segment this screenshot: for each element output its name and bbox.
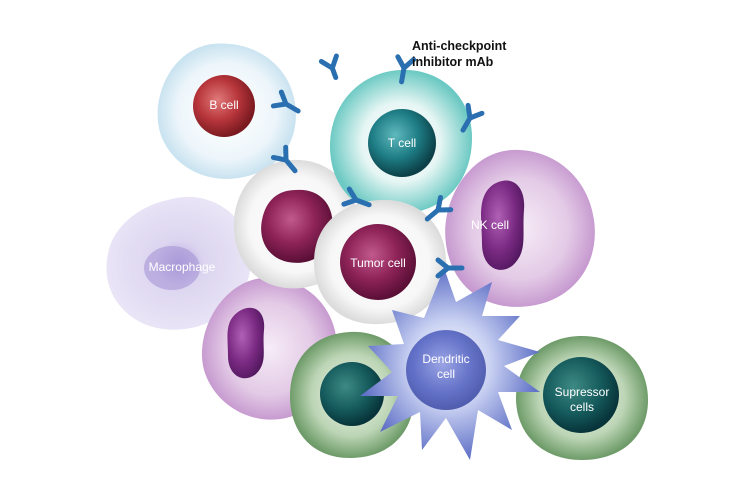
suppressor-cell-right (516, 336, 648, 460)
antibody-icon (395, 54, 417, 85)
dendritic-cell-label-line2: cell (436, 367, 455, 381)
tumor-cell (314, 199, 446, 325)
tumor-cell-label: Tumor cell (350, 256, 406, 270)
supressor-cells-label-line2: cells (569, 400, 594, 414)
nk-cell (445, 149, 595, 307)
antibody-icon (318, 53, 339, 81)
dendritic-cell-label: Dendritic cell (412, 352, 480, 382)
antibody-icon (435, 257, 465, 279)
t-cell (330, 69, 472, 215)
antibody-callout-line2: inhibitor mAb (412, 55, 494, 69)
antibodies (270, 53, 485, 279)
antibody-icon (460, 102, 485, 133)
supressor-cells-label-line1: Supressor (554, 385, 610, 399)
dendritic-cell-label-line1: Dendritic (422, 352, 470, 366)
antibody-icon (341, 186, 372, 208)
antibody-callout: Anti-checkpoint inhibitor mAb (412, 38, 542, 70)
antibody-icon (424, 194, 454, 222)
b-cell-label: B cell (209, 98, 239, 112)
antibody-callout-line1: Anti-checkpoint (412, 39, 507, 53)
t-cell-label: T cell (387, 136, 417, 150)
nk-cell-label: NK cell (470, 218, 509, 232)
b-cell (157, 43, 296, 179)
macrophage-cell (106, 196, 252, 330)
supressor-cells-label: Supressor cells (546, 385, 618, 415)
macrophage-label: Macrophage (148, 260, 216, 274)
antibody-icon (270, 89, 301, 114)
dendritic-cell (360, 268, 540, 460)
antibody-icon (270, 144, 298, 174)
